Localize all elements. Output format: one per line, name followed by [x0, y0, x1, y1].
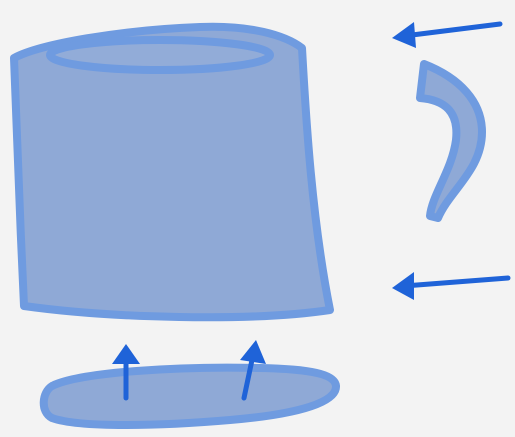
arrow-base-right-head: [240, 340, 266, 364]
arrow-base-right-line: [241, 357, 255, 401]
arrow-base-right: [240, 340, 266, 401]
mug-handle-shape: [416, 60, 486, 222]
arrow-to-body-top-line: [401, 21, 503, 39]
mug-handle: [416, 60, 486, 222]
mug-rim-ellipse: [46, 36, 274, 74]
arrow-to-body-bottom: [392, 272, 511, 300]
mug-body: [10, 22, 334, 322]
arrow-to-body-bottom-head: [392, 272, 414, 300]
mug-base: [39, 363, 340, 429]
arrow-base-left: [112, 344, 140, 401]
arrow-base-left-head: [112, 344, 140, 364]
mug-body-shape: [10, 22, 334, 322]
mug-base-shape: [39, 363, 340, 429]
arrow-to-body-top-head: [392, 22, 416, 48]
arrow-to-body-top: [392, 21, 503, 48]
arrow-to-body-bottom-line: [401, 275, 511, 289]
